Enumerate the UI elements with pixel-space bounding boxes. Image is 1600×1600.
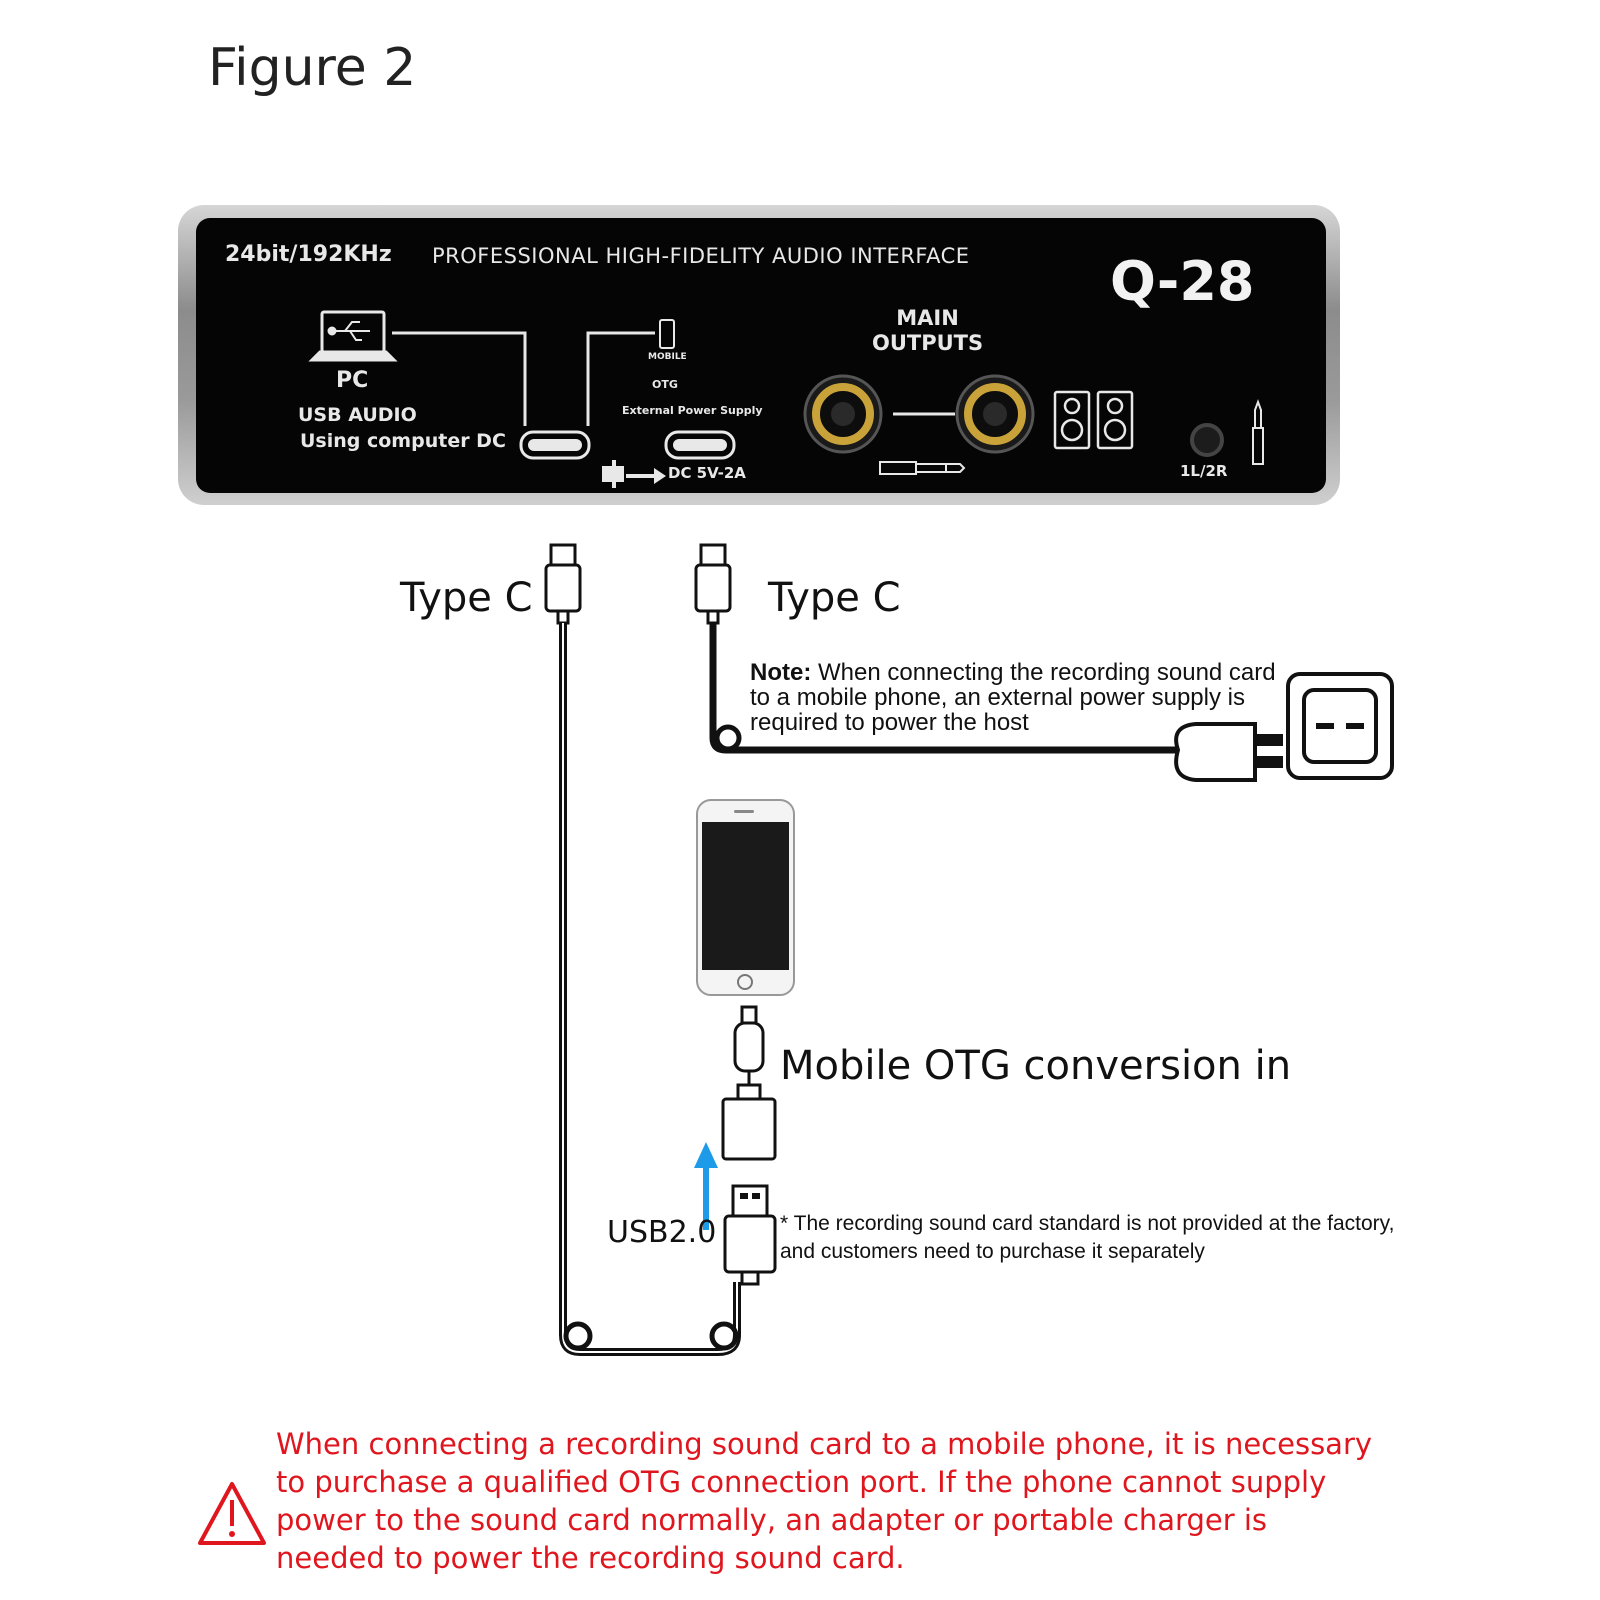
otg-conversion-label: Mobile OTG conversion in [780, 1043, 1292, 1089]
main-outputs-line1: MAIN [896, 306, 959, 330]
dc-port-inner [673, 439, 727, 451]
mobile-phone-icon [659, 319, 675, 349]
main-outputs-label: MAIN OUTPUTS [872, 306, 983, 356]
spec-label: 24bit/192KHz [225, 242, 392, 267]
using-dc-label: Using computer DC [300, 430, 506, 452]
mobile-label: MOBILE [648, 352, 687, 362]
jack-socket-icon [955, 374, 1035, 454]
headphone-jack-icon [1190, 423, 1224, 457]
power-note: Note: When connecting the recording soun… [750, 660, 1290, 735]
speaker-icon [1053, 390, 1091, 450]
pc-label: PC [336, 368, 369, 393]
usb-c-connector-icon [544, 543, 582, 625]
usb-c-port-inner [528, 439, 582, 451]
warning-text: When connecting a recording sound card t… [276, 1427, 1373, 1575]
device-headline: PROFESSIONAL HIGH-FIDELITY AUDIO INTERFA… [432, 244, 970, 268]
external-power-label: External Power Supply [622, 404, 763, 417]
disclaimer-text: * The recording sound card standard is n… [780, 1212, 1395, 1263]
power-plug-icon [602, 460, 666, 488]
dc-port-icon [664, 430, 736, 460]
usb-audio-label: USB AUDIO [298, 404, 417, 426]
cable-loop [709, 1321, 739, 1351]
main-outputs-line2: OUTPUTS [872, 331, 984, 355]
lightning-connector-icon [733, 1005, 765, 1101]
jack-socket-icon [803, 374, 883, 454]
panel-connection-lines [392, 331, 955, 426]
headphone-label: 1L/2R [1180, 462, 1228, 480]
wall-outlet-icon [1286, 672, 1394, 780]
note-label: Note: [750, 659, 812, 686]
speaker-icon [1096, 390, 1134, 450]
cable-loop [563, 1321, 593, 1351]
figure-title: Figure 2 [208, 38, 417, 98]
usb2-label: USB2.0 [607, 1215, 717, 1250]
type-c-left-label: Type C [400, 575, 533, 621]
usb-c-connector-icon [694, 543, 732, 625]
usb-c-port-icon [519, 430, 591, 460]
otg-small-label: OTG [652, 378, 678, 391]
power-adapter-plug-icon [1174, 722, 1283, 782]
smartphone-icon [696, 799, 795, 996]
cable-loop [714, 724, 742, 752]
headphone-plug-icon [1252, 399, 1264, 465]
warning-triangle-icon [198, 1482, 266, 1545]
type-c-right-label: Type C [768, 575, 901, 621]
note-text: When connecting the recording sound card… [750, 659, 1276, 736]
up-arrow-icon [694, 1142, 718, 1230]
otg-adapter-icon [721, 1097, 777, 1161]
laptop-usb-icon [308, 310, 398, 362]
model-label: Q-28 [1110, 250, 1255, 313]
dc-label: DC 5V-2A [668, 464, 746, 482]
trs-plug-icon [879, 461, 966, 475]
usb-a-connector-icon [723, 1184, 777, 1286]
